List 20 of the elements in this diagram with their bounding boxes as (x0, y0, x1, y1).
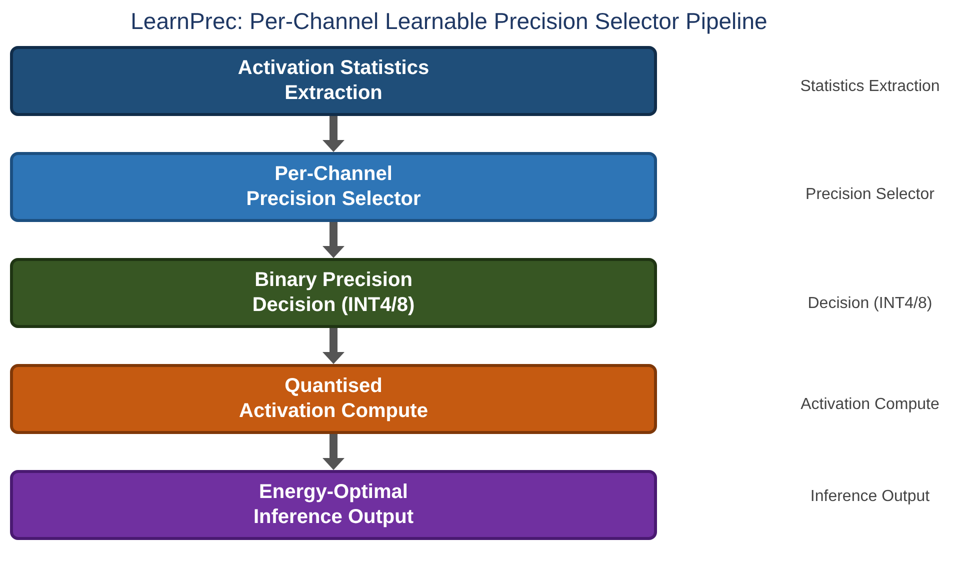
process-box (10, 152, 657, 222)
arrow (322, 222, 344, 258)
side-label: Precision Selector (806, 185, 934, 205)
side-label: Decision (INT4/8) (808, 294, 932, 314)
box-title: Per-Channel Precision Selector (245, 162, 422, 212)
process-box (10, 364, 657, 434)
box-title: Quantised Activation Compute (238, 374, 429, 424)
box-title: Activation Statistics Extraction (236, 56, 430, 106)
process-box (10, 470, 657, 540)
box-title: Binary Precision Decision (INT4/8) (251, 268, 416, 318)
arrow (322, 328, 344, 364)
arrow (322, 116, 344, 152)
arrow (322, 434, 344, 470)
side-label: Activation Compute (800, 395, 940, 415)
process-box (10, 46, 657, 116)
side-label: Statistics Extraction (800, 77, 940, 97)
side-label: Inference Output (810, 487, 930, 507)
process-box (10, 258, 657, 328)
diagram-title: LearnPrec: Per-Channel Learnable Precision Selector Pipeline (130, 8, 768, 34)
box-title: Energy-Optimal Inference Output (252, 480, 414, 530)
